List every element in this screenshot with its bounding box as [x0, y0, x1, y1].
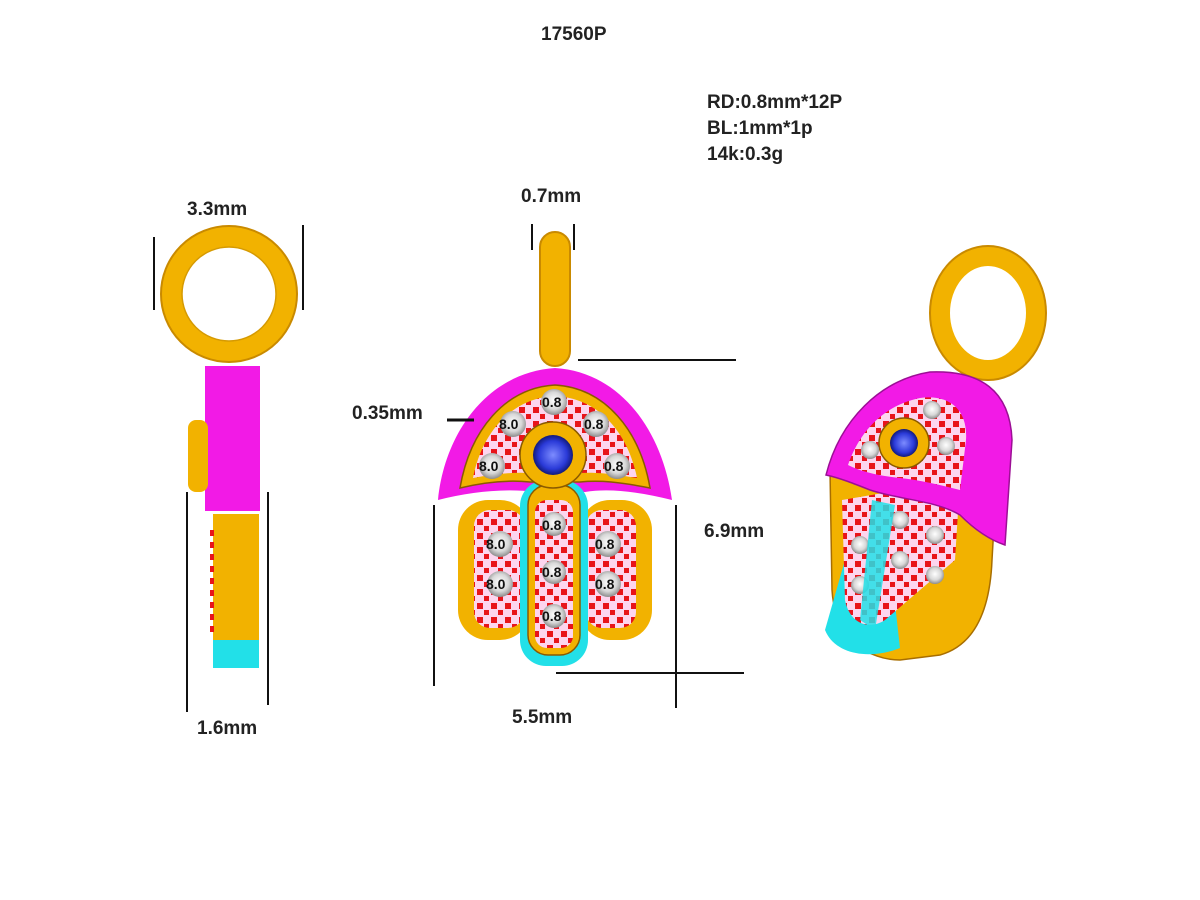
stone-label: 0.8 [542, 564, 562, 580]
persp-bail-ring [930, 246, 1046, 380]
diamond [479, 453, 505, 479]
perspective-view [825, 245, 1047, 661]
diamond [861, 441, 879, 459]
dim-bail-thickness: 0.7mm [521, 186, 582, 207]
dim-edge: 0.35mm [352, 403, 423, 424]
stone-label: 8.0 [486, 576, 506, 592]
diamond [891, 511, 909, 529]
diamond [500, 411, 526, 437]
diamond [923, 401, 941, 419]
side-cyan-base [213, 640, 259, 668]
diamond [542, 560, 566, 584]
diamond [926, 566, 944, 584]
dim-ring-width: 3.3mm [187, 199, 248, 220]
front-finger-diamonds [487, 512, 621, 628]
side-bail-ring-inner [181, 246, 277, 342]
stone-label: 0.8 [542, 608, 562, 624]
stone-label: 0.8 [604, 458, 624, 474]
stone-label: 8.0 [499, 416, 519, 432]
diamond [541, 389, 567, 415]
front-view: 0.8 8.0 0.8 8.0 0.8 8.0 8.0 0.8 0.8 0.8 … [433, 224, 744, 708]
dim-depth: 1.6mm [197, 718, 258, 739]
front-finger-left-pave [474, 510, 524, 628]
front-blue-stone [533, 435, 573, 475]
stone-label: 0.8 [595, 576, 615, 592]
spec-blue-stone: BL:1mm*1p [707, 118, 813, 139]
stone-label: 8.0 [479, 458, 499, 474]
side-bail-ring [160, 225, 298, 363]
persp-bail-ring-edge [929, 245, 1047, 381]
stone-label: 8.0 [486, 536, 506, 552]
diamond [595, 571, 621, 597]
diamond [542, 512, 566, 536]
front-finger-right-pave [586, 510, 636, 628]
diamond [604, 453, 630, 479]
persp-cyan-finger [860, 500, 895, 630]
diamond [542, 604, 566, 628]
side-bail-ring-shade [160, 225, 298, 363]
dim-height: 6.9mm [704, 521, 765, 542]
diamond [926, 526, 944, 544]
stone-label: 0.8 [584, 416, 604, 432]
diamond [595, 531, 621, 557]
diamond [583, 411, 609, 437]
specs-block: RD:0.8mm*12P BL:1mm*1p 14k:0.3g [707, 90, 842, 168]
stone-label: 0.8 [542, 394, 562, 410]
side-magenta-band [205, 366, 260, 511]
diamond [937, 437, 955, 455]
diamond [851, 536, 869, 554]
front-bail [539, 231, 571, 367]
dim-width: 5.5mm [512, 707, 573, 728]
diamond [487, 571, 513, 597]
side-view [153, 225, 304, 712]
stone-label: 0.8 [595, 536, 615, 552]
diamond [891, 551, 909, 569]
stone-label: 0.8 [542, 517, 562, 533]
front-arch-diamonds [479, 389, 630, 479]
drawing-title: 17560P [541, 24, 607, 45]
spec-metal-weight: 14k:0.3g [707, 144, 784, 165]
persp-blue-stone [890, 429, 918, 457]
side-setting-knob [188, 420, 208, 492]
diamond [487, 531, 513, 557]
spec-round-diamonds: RD:0.8mm*12P [707, 92, 843, 113]
side-gold-body [213, 514, 259, 642]
